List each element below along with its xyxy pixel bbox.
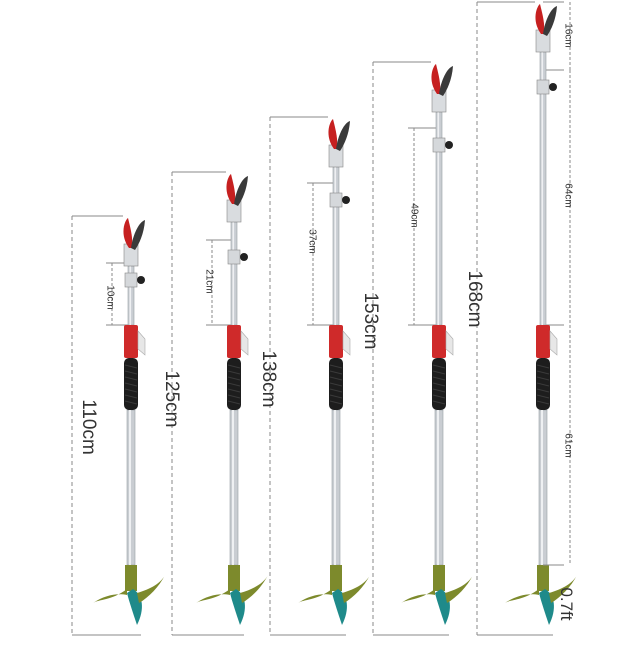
pole-1-total-label: 110cm (78, 399, 99, 455)
pole-1-handle-hook-icon (137, 575, 165, 603)
pole-2-blade-red-icon (226, 174, 236, 204)
pole-5-total-label: 168cm (464, 270, 485, 328)
pole-1-upper-shaft-highlight (129, 266, 132, 325)
pole-2-blade-dark-icon (234, 176, 248, 206)
pole-1-blade-red-icon (123, 218, 133, 248)
pole-1-red-collar (124, 325, 138, 358)
pole-1-clamp-knob-icon (137, 276, 145, 284)
footer-label: 0.7ft (557, 587, 576, 621)
pole-3-red-collar (329, 325, 343, 358)
pole-1-handle-wing-icon (93, 589, 127, 603)
pole-1-blade-dark-icon (131, 220, 145, 250)
pole-4-upper-shaft-highlight (437, 112, 440, 325)
pole-1-handle-body (125, 565, 137, 591)
pole-4-extension-label: 49cm (408, 203, 420, 228)
pole-5-blade-dark-icon (543, 6, 557, 36)
pole-5-base-label: 61cm (562, 433, 574, 458)
pole-4-handle-hook-icon (445, 575, 473, 603)
pole-3-lower-shaft-highlight (334, 410, 336, 565)
pruner-4 (372, 61, 473, 636)
pole-5-handle-body (537, 565, 549, 591)
pole-2-total-label: 125cm (161, 370, 182, 428)
pole-3-blade-red-icon (328, 119, 338, 149)
pole-5-clamp (536, 79, 550, 95)
pole-3-clamp-knob-icon (342, 196, 350, 204)
pole-5-extension-label: 64cm (562, 183, 574, 208)
pole-5-lock-lever (549, 330, 558, 356)
pole-2-handle-hook-icon (240, 575, 268, 603)
pole-3-lock-lever (342, 330, 351, 356)
pole-3-upper-shaft-highlight (334, 167, 337, 325)
pole-1-extension-label: 10cm (104, 285, 116, 310)
pole-3-extension-label: 37cm (306, 229, 318, 254)
pole-4-red-collar (432, 325, 446, 358)
pruner-3 (269, 116, 370, 636)
pole-5-clamp-knob-icon (549, 83, 557, 91)
pole-2-clamp (227, 249, 241, 265)
pole-5-handle-wing-icon (505, 589, 539, 603)
pole-5-lower-shaft-highlight (541, 410, 543, 565)
pole-3-handle-hook-icon (342, 575, 370, 603)
pruner-2 (171, 171, 268, 636)
pole-1-lower-shaft-highlight (129, 410, 131, 565)
pole-2-clamp-knob-icon (240, 253, 248, 261)
pruner-1 (71, 215, 165, 636)
pole-5-head-label: 16cm (562, 23, 574, 48)
pole-2-handle-wing-icon (196, 589, 230, 603)
pole-4-blade-dark-icon (439, 66, 453, 96)
pole-3-total-label: 138cm (258, 350, 279, 408)
pole-4-handle-body (433, 565, 445, 591)
pole-3-clamp (329, 192, 343, 208)
pole-4-lock-lever (445, 330, 454, 356)
pole-3-handle-body (330, 565, 342, 591)
pole-4-lower-shaft-highlight (437, 410, 439, 565)
pole-1-clamp (124, 272, 138, 288)
pole-2-upper-shaft-highlight (232, 222, 235, 325)
pole-5-blade-red-icon (535, 4, 545, 34)
pole-4-handle-wing-icon (401, 589, 435, 603)
pole-1-lock-lever (137, 330, 146, 356)
pole-5-handle-hook-icon (549, 575, 577, 603)
pole-3-blade-dark-icon (336, 121, 350, 151)
pole-5-upper-shaft-highlight (541, 52, 544, 325)
pole-4-blade-red-icon (431, 64, 441, 94)
pole-2-lock-lever (240, 330, 249, 356)
pole-4-clamp (432, 137, 446, 153)
pole-2-red-collar (227, 325, 241, 358)
pole-4-total-label: 153cm (360, 292, 381, 350)
pole-5-red-collar (536, 325, 550, 358)
pole-3-handle-wing-icon (298, 589, 332, 603)
pole-2-lower-shaft-highlight (232, 410, 234, 565)
pole-2-handle-body (228, 565, 240, 591)
pole-2-extension-label: 21cm (203, 269, 215, 294)
pole-4-clamp-knob-icon (445, 141, 453, 149)
pruner-5 (476, 1, 577, 636)
